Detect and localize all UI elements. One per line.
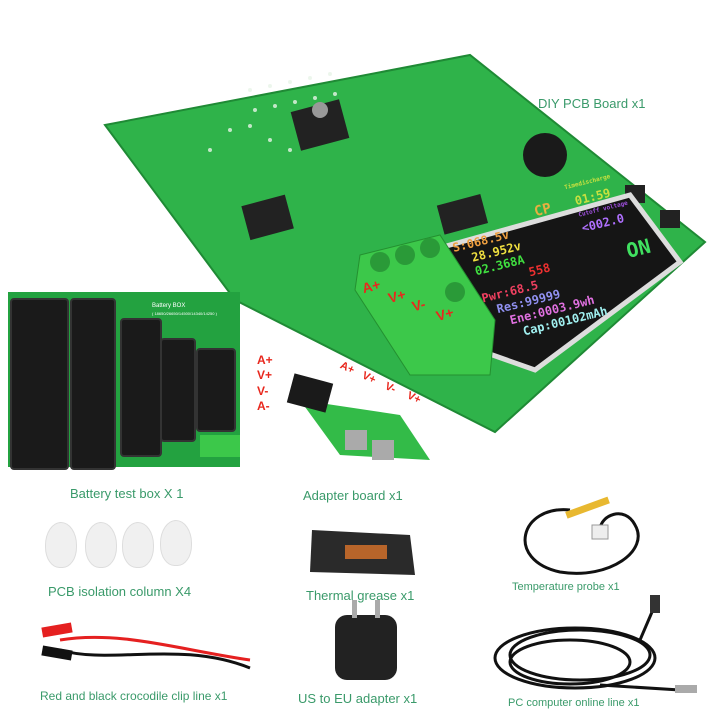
battery-holder-14340	[160, 338, 196, 442]
red-clip	[41, 622, 73, 638]
screen-mode: CP	[532, 200, 553, 221]
label-crocodile-clip: Red and black crocodile clip line x1	[40, 689, 228, 703]
label-pc-line: PC computer online line x1	[508, 697, 640, 709]
isolation-column	[85, 522, 117, 568]
label-isolation-column: PCB isolation column X4	[48, 584, 192, 599]
usb-cable	[493, 604, 681, 692]
label-temperature-probe: Temperature probe x1	[512, 581, 620, 593]
label-pcb-board: DIY PCB Board x1	[538, 96, 646, 111]
battery-box-subtitle: ( 18650/26650/14500/14340/14250 )	[152, 311, 217, 316]
battery-box-title: Battery BOX	[152, 303, 186, 309]
battery-holder-14500	[120, 318, 162, 457]
screen-status: ON	[623, 233, 654, 263]
label-thermal-grease: Thermal grease x1	[306, 588, 415, 603]
isolation-column	[122, 522, 154, 568]
black-wire	[59, 648, 251, 670]
black-clip	[41, 645, 73, 661]
label-adapter-board: Adapter board x1	[303, 488, 403, 503]
label-battery-box: Battery test box X 1	[70, 486, 184, 501]
temperature-probe	[523, 508, 640, 575]
battery-holder-26650	[70, 298, 116, 470]
battery-holder-18650	[10, 298, 69, 470]
isolation-column	[160, 520, 192, 566]
terminal-block	[354, 234, 496, 376]
battery-terminal-v-minus: V-	[257, 384, 269, 398]
battery-terminal-a-plus: A+	[257, 353, 273, 367]
battery-screw-terminal	[200, 435, 240, 457]
mosfet	[290, 99, 350, 151]
isolation-column	[45, 522, 77, 568]
battery-holder-14250	[196, 348, 236, 432]
battery-terminal-a-minus: A-	[257, 399, 270, 413]
battery-terminal-v-plus: V+	[257, 368, 273, 382]
label-eu-adapter: US to EU adapter x1	[298, 691, 418, 706]
buzzer	[523, 133, 567, 177]
screen-line: 558	[527, 260, 552, 280]
red-wire	[59, 635, 251, 662]
eu-adapter	[335, 615, 397, 680]
